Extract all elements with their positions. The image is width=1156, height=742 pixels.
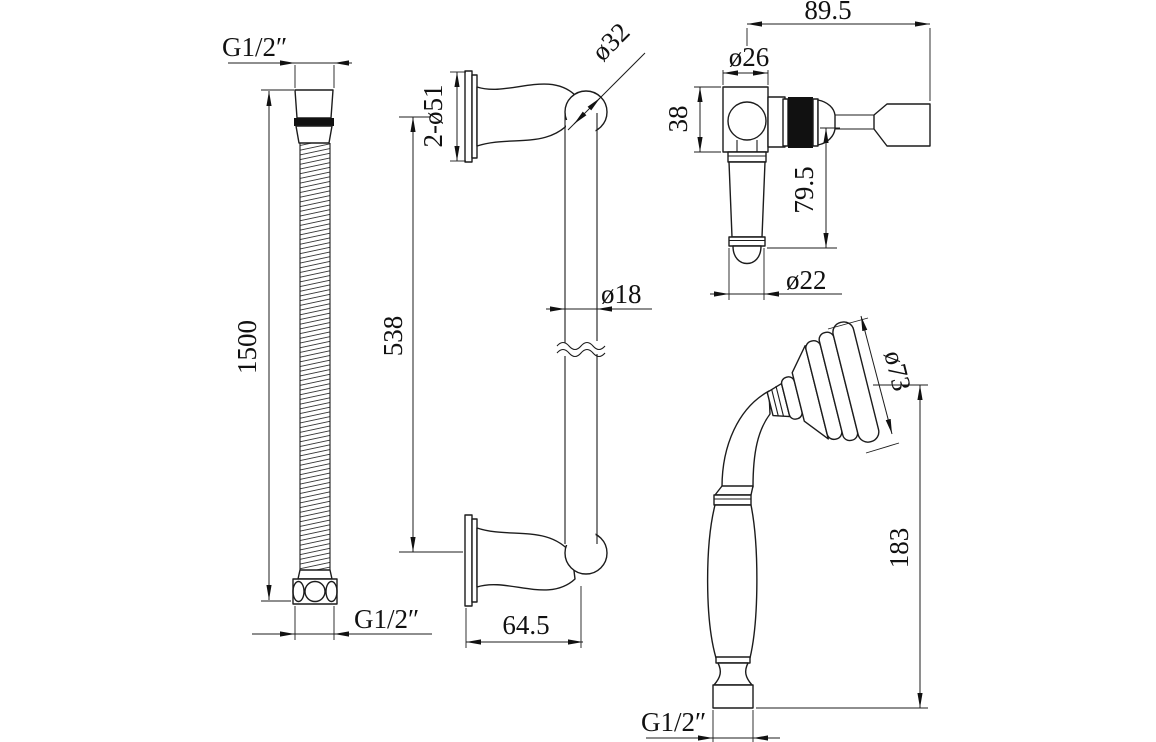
dim-ball-dia: ø32 [586,17,636,67]
dim-bar-dia: ø18 [601,279,642,309]
hose-connector-seal-band [294,118,334,126]
dim-wall-offset: 64.5 [502,610,549,640]
lock-lever-handle [873,103,931,147]
handset-head [766,321,880,443]
dim-handset-length: 183 [884,528,914,569]
dim-bracket-body-dia: ø26 [729,42,770,72]
handset-bend-tube [721,390,771,488]
dim-bracket-drop: 79.5 [789,166,819,213]
hose-top-connector [294,89,334,119]
holder-collar [727,151,767,163]
bottom-trumpet-bracket [476,527,576,591]
top-trumpet-bracket [476,83,576,147]
dim-bracket-cone-dia: ø22 [786,265,827,295]
bottom-wall-flange [464,514,473,607]
bracket-ball [727,101,767,141]
bracket-drawing: 89.5 ø26 38 79.5 ø22 [663,0,931,300]
slide-bar-tube [556,113,606,544]
handle-barrel [706,504,758,659]
hose-hex-nut [292,578,338,605]
handset-handle [706,485,758,709]
break-symbol [556,341,606,351]
dim-bar-length: 538 [378,316,408,357]
hose-drawing: G1/2″ 1500 G1/2″ [222,32,432,640]
dim-hose-length: 1500 [232,320,262,374]
holder-cone [728,161,766,238]
handset-drawing: ø73 183 G1/2″ [641,315,928,742]
hose-body [300,143,330,570]
dim-bracket-width: 89.5 [804,0,851,25]
dim-handset-thread: G1/2″ [641,707,706,737]
slide-bar-drawing: 2-ø51 ø32 ø18 538 64.5 [378,17,652,648]
dim-flange-dia: 2-ø51 [418,85,448,148]
dim-bracket-body-height: 38 [663,106,693,133]
dim-head-dia: ø73 [878,348,917,395]
dim-hose-bottom-thread: G1/2″ [354,604,419,634]
top-wall-flange [464,70,473,163]
holder-dome-cap [732,245,762,265]
knurled-lock-ring [788,97,813,148]
handle-ferrule [712,684,754,709]
dim-hose-top-thread: G1/2″ [222,32,287,62]
